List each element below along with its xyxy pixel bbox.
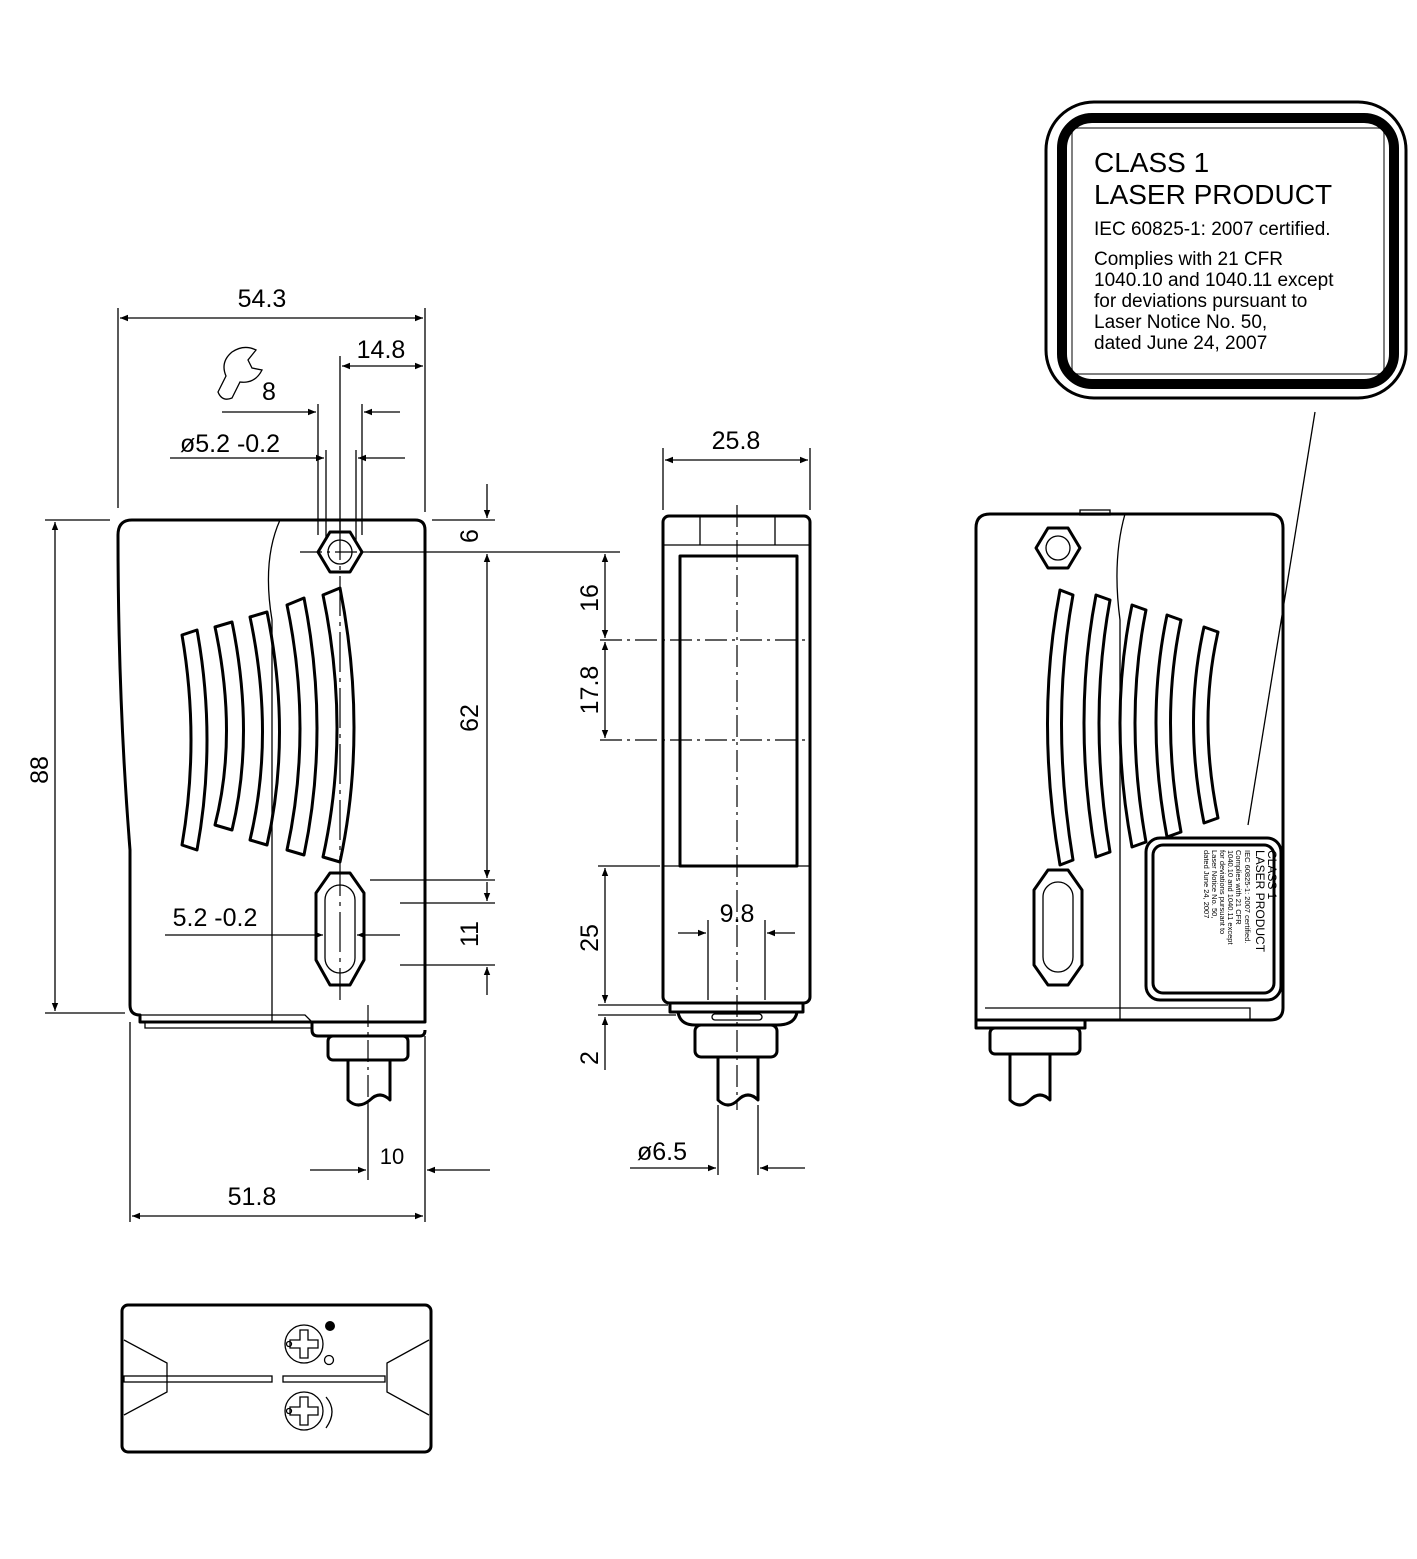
svg-text:1040.10 and 1040.11 except: 1040.10 and 1040.11 except [1226, 850, 1235, 945]
led-off-icon [323, 1354, 335, 1366]
dim-width-total: 54.3 [238, 285, 287, 313]
rear-view: CLASS 1 LASER PRODUCT IEC 60825-1: 2007 … [974, 411, 1316, 1107]
sensitivity-icon [284, 1391, 333, 1431]
led-on-icon [325, 1321, 335, 1331]
svg-text:Complies with 21 CFR: Complies with 21 CFR [1234, 850, 1243, 925]
wrench-icon [217, 346, 263, 400]
dim-base-step: 2 [576, 1051, 604, 1065]
small-label-line1: CLASS 1 [1265, 850, 1279, 900]
label-line2: LASER PRODUCT [1094, 179, 1332, 210]
top-view [120, 1303, 433, 1454]
laser-warning-label: CLASS 1 LASER PRODUCT IEC 60825-1: 2007 … [1044, 100, 1408, 400]
label-line7: Laser Notice No. 50, [1094, 312, 1267, 333]
side-dimensions: 25.8 16 17.8 25 2 9.8 ø6.5 [576, 427, 811, 1175]
dim-mount-offset: 14.8 [357, 336, 406, 364]
dim-width-bottom: 51.8 [228, 1183, 277, 1211]
mount-slot [314, 871, 366, 987]
dim-hole-diameter: ø5.2 -0.2 [180, 430, 280, 458]
mount-hex-nut [1034, 526, 1082, 570]
dim-height-total: 88 [26, 756, 54, 784]
dim-top-offset: 6 [456, 529, 484, 543]
dim-optic-top: 16 [576, 584, 604, 612]
svg-text:dated June 24, 2007: dated June 24, 2007 [1202, 850, 1211, 918]
dim-lower-height: 25 [576, 924, 604, 952]
dim-slot-width: 5.2 -0.2 [173, 904, 258, 932]
svg-text:IEC 60825-1: 2007 certified.: IEC 60825-1: 2007 certified. [1243, 850, 1252, 943]
dim-hole-spacing: 62 [456, 704, 484, 732]
potentiometer-icon [284, 1324, 324, 1364]
ventilation-slots [1046, 588, 1220, 867]
label-line3: IEC 60825-1: 2007 certified. [1094, 219, 1331, 240]
optics-window [678, 554, 799, 868]
laser-warning-label-small [1144, 836, 1283, 1002]
svg-text:Laser Notice No. 50,: Laser Notice No. 50, [1210, 850, 1219, 918]
label-line4: Complies with 21 CFR [1094, 249, 1283, 270]
label-line5: 1040.10 and 1040.11 except [1094, 270, 1334, 291]
dim-optic-spacing: 17.8 [576, 666, 604, 715]
front-dimensions: 54.3 14.8 8 ø5.2 -0.2 88 6 62 11 [26, 285, 620, 1222]
svg-text:for deviations pursuant to: for deviations pursuant to [1218, 850, 1227, 934]
small-label-line2: LASER PRODUCT [1253, 850, 1267, 953]
dim-connector-offset: 10 [380, 1144, 404, 1169]
dim-wrench-size: 8 [262, 378, 276, 406]
label-line1: CLASS 1 [1094, 147, 1209, 178]
dim-cable-diameter: ø6.5 [637, 1138, 687, 1166]
ventilation-slots [180, 586, 356, 864]
dim-depth: 25.8 [712, 427, 761, 455]
label-line8: dated June 24, 2007 [1094, 333, 1267, 354]
front-view [116, 518, 427, 1107]
label-line6: for deviations pursuant to [1094, 291, 1307, 312]
dim-optic-width: 9.8 [720, 900, 755, 928]
dim-slot-length: 11 [456, 921, 484, 947]
side-view [661, 505, 812, 1110]
